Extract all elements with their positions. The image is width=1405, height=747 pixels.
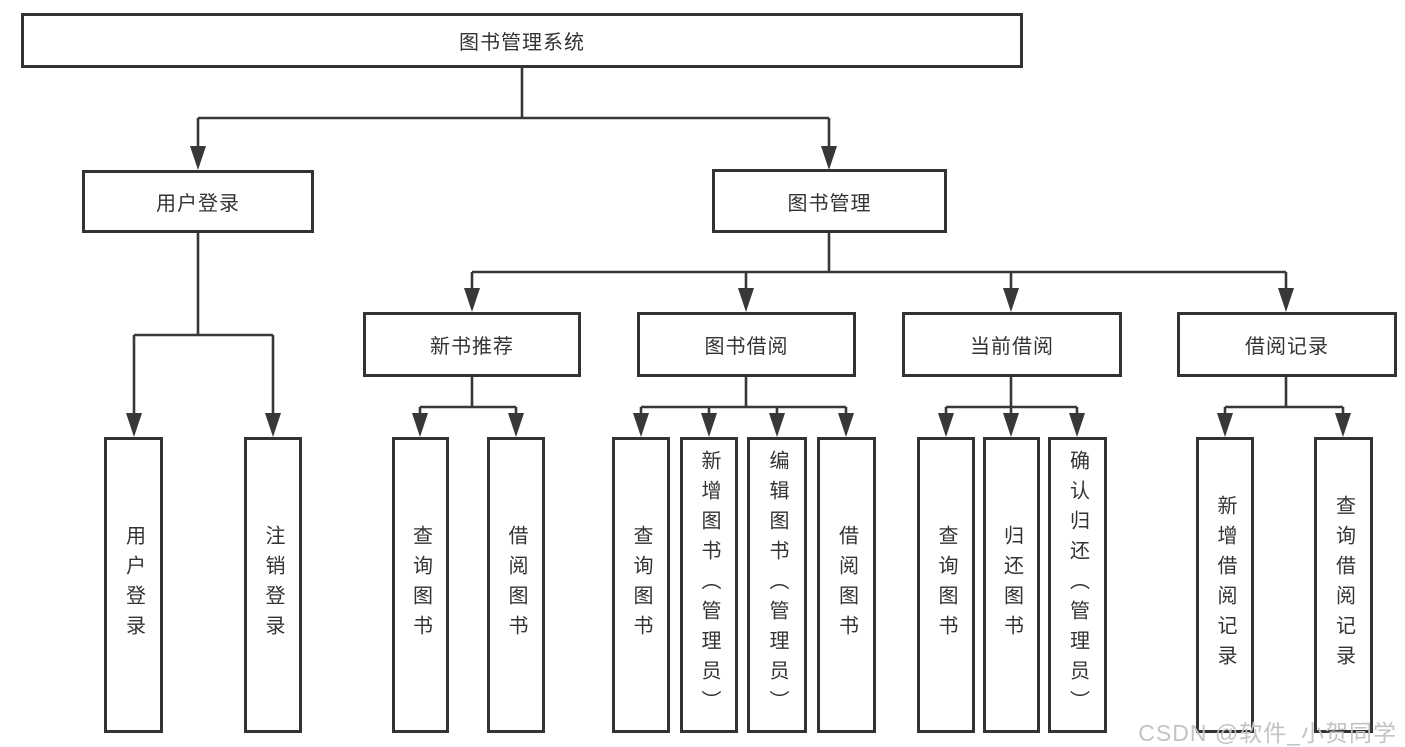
arrowhead (1003, 413, 1019, 437)
leaf-br-query-record-label: 查询借阅记录 (1332, 495, 1355, 675)
arrowhead (769, 413, 785, 437)
arrowhead (464, 288, 480, 312)
arrowhead (821, 146, 837, 170)
arrowhead (838, 413, 854, 437)
arrowhead (738, 288, 754, 312)
node-book-management-label: 图书管理 (787, 192, 872, 215)
node-book-borrow-label: 图书借阅 (704, 336, 789, 358)
leaf-rec-query-books: 查询图书 (392, 437, 449, 733)
node-book-borrow: 图书借阅 (637, 312, 856, 377)
node-root-label: 图书管理系统 (459, 32, 585, 54)
leaf-bb-borrow-books-label: 借阅图书 (835, 525, 858, 645)
leaf-logout-login-label: 注销登录 (262, 525, 284, 645)
csdn-watermark: CSDN @软件_小贺同学 (1138, 720, 1397, 746)
arrowhead (1335, 413, 1351, 437)
node-book-management: 图书管理 (712, 169, 947, 233)
connector-currentborrow-to-leaves (944, 377, 1079, 417)
node-root: 图书管理系统 (21, 13, 1023, 68)
node-user-login-label: 用户登录 (156, 193, 240, 215)
leaf-cb-query-books-label: 查询图书 (935, 525, 957, 645)
node-current-borrow-label: 当前借阅 (970, 336, 1054, 358)
node-current-borrow: 当前借阅 (902, 312, 1122, 377)
node-borrow-records-label: 借阅记录 (1245, 336, 1329, 358)
arrowhead (265, 413, 281, 437)
leaf-cb-confirm-return-admin-label: 确认归还（管理员） (1066, 450, 1089, 720)
node-user-login: 用户登录 (82, 170, 314, 233)
arrowhead (190, 146, 206, 170)
node-borrow-records: 借阅记录 (1177, 312, 1397, 377)
leaf-cb-query-books: 查询图书 (917, 437, 975, 733)
leaf-cb-return-books: 归还图书 (983, 437, 1040, 733)
leaf-bb-query-books-label: 查询图书 (630, 525, 652, 645)
leaf-bb-edit-books-admin: 编辑图书（管理员） (747, 437, 807, 733)
leaf-bb-add-books-admin: 新增图书（管理员） (680, 437, 738, 733)
arrowhead (126, 413, 142, 437)
leaf-cb-return-books-label: 归还图书 (1000, 525, 1023, 645)
leaf-rec-borrow-books-label: 借阅图书 (505, 525, 527, 645)
leaf-rec-borrow-books: 借阅图书 (487, 437, 545, 733)
connector-newbookrec-to-leaves (418, 377, 518, 417)
node-new-book-recommend: 新书推荐 (363, 312, 581, 377)
arrowhead (633, 413, 649, 437)
connector-root-to-level2 (196, 68, 831, 150)
arrowhead (508, 413, 524, 437)
connector-userlogin-to-leaves (132, 233, 275, 417)
leaf-logout-login: 注销登录 (244, 437, 302, 733)
arrowhead (938, 413, 954, 437)
arrowhead (412, 413, 428, 437)
leaf-rec-query-books-label: 查询图书 (409, 525, 432, 645)
leaf-bb-borrow-books: 借阅图书 (817, 437, 876, 733)
arrowhead (701, 413, 717, 437)
leaf-user-login: 用户登录 (104, 437, 163, 733)
leaf-br-add-record-label: 新增借阅记录 (1214, 495, 1236, 675)
leaf-user-login-label: 用户登录 (122, 525, 145, 645)
leaf-br-query-record: 查询借阅记录 (1314, 437, 1373, 733)
arrowhead (1069, 413, 1085, 437)
leaf-bb-add-books-admin-label: 新增图书（管理员） (698, 450, 720, 720)
leaf-bb-query-books: 查询图书 (612, 437, 670, 733)
leaf-br-add-record: 新增借阅记录 (1196, 437, 1254, 733)
arrowhead (1217, 413, 1233, 437)
leaf-cb-confirm-return-admin: 确认归还（管理员） (1048, 437, 1107, 733)
leaf-bb-edit-books-admin-label: 编辑图书（管理员） (766, 450, 788, 720)
node-new-book-recommend-label: 新书推荐 (430, 336, 514, 358)
arrowhead (1003, 288, 1019, 312)
arrowhead (1278, 288, 1294, 312)
connector-bookmgmt-to-level3 (470, 233, 1288, 292)
connector-borrowrecords-to-leaves (1223, 377, 1345, 417)
connector-bookborrow-to-leaves (639, 377, 848, 417)
